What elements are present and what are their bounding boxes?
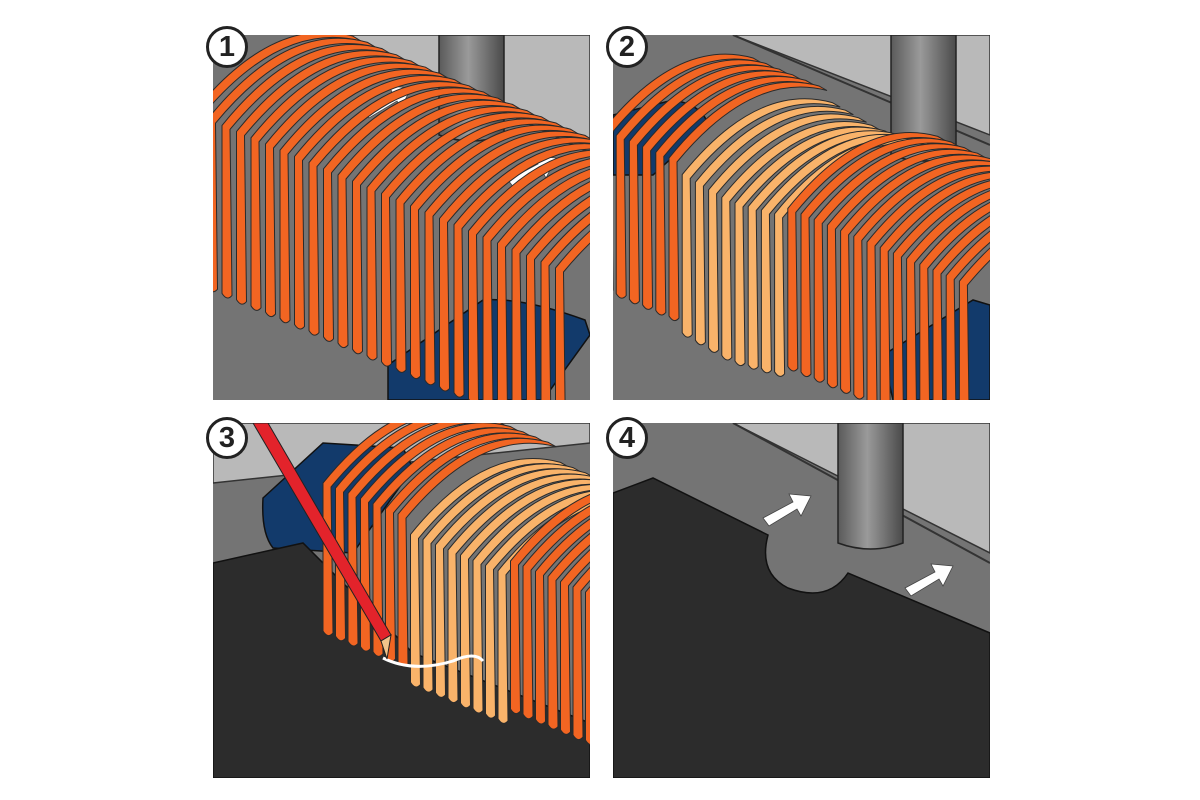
gauge-fin <box>294 75 463 330</box>
gauge-fin <box>435 468 590 698</box>
gauge-fin <box>555 230 590 400</box>
gauge-fin <box>642 70 801 310</box>
gauge-fin <box>655 76 815 316</box>
step-3-panel <box>213 423 590 778</box>
gauge-fin <box>613 53 762 291</box>
gauge-fin <box>468 149 590 400</box>
gauge-fin <box>787 132 947 372</box>
pencil-tip <box>380 634 392 660</box>
gauge-fin <box>221 44 391 299</box>
gauge-fin <box>540 211 590 400</box>
gauge-fin <box>236 50 405 305</box>
arrow-icon <box>762 493 812 527</box>
traced-line <box>382 654 485 668</box>
step-number-1: 1 <box>206 26 248 68</box>
gauge-fin <box>213 37 376 293</box>
step-3-illustration <box>213 423 590 778</box>
gauge-fin <box>866 165 990 400</box>
gauge-fin <box>482 158 590 400</box>
gauge-fin <box>694 105 854 346</box>
step-4-panel <box>613 423 990 778</box>
step-1-panel <box>213 35 590 400</box>
gauge-fin <box>510 494 590 715</box>
cylinder-post <box>837 423 904 550</box>
traced-cutout-surface <box>613 477 990 778</box>
gauge-fin <box>460 478 590 709</box>
gauge-fin <box>422 463 582 693</box>
gauge-fin <box>352 99 521 355</box>
step-2-illustration <box>613 35 990 400</box>
step-2-panel <box>613 35 990 400</box>
step-4-illustration <box>613 423 990 778</box>
gauge-fin <box>337 93 507 349</box>
gauge-fin <box>906 190 990 400</box>
gauge-fin <box>958 247 990 400</box>
gauge-fin <box>919 201 990 400</box>
gauge-fin <box>526 195 590 400</box>
step-number-2: 2 <box>606 26 648 68</box>
gauge-fin <box>497 168 590 400</box>
gauge-fin <box>485 490 590 719</box>
gauge-fin <box>932 215 990 400</box>
step-1-illustration <box>213 35 590 400</box>
gauge-fin <box>628 64 788 305</box>
gauge-fin <box>945 230 990 400</box>
gauge-fin <box>360 423 519 652</box>
gauge-fin <box>892 180 990 400</box>
gauge-fin <box>585 586 590 746</box>
gauge-fin <box>681 98 841 338</box>
gauge-fin <box>560 549 590 735</box>
gauge-fin <box>813 143 973 383</box>
gauge-fin <box>439 137 590 392</box>
gauge-fin <box>879 172 990 400</box>
gauge-fin <box>410 124 579 380</box>
gauge-fin <box>721 121 881 361</box>
gauge-fin <box>250 56 420 311</box>
gauge-fin <box>572 566 590 741</box>
gauge-fin <box>511 181 590 400</box>
gauge-fin <box>335 423 435 642</box>
gauge-fin <box>522 505 590 720</box>
gauge-fin <box>424 130 590 386</box>
gauge-fin <box>372 427 532 657</box>
gauge-fin <box>323 87 492 342</box>
gauge-fin <box>447 473 590 704</box>
gauge-fin <box>853 160 990 400</box>
gauge-fin <box>840 154 990 394</box>
gauge-fin <box>547 532 590 730</box>
gauge-fin <box>615 59 775 299</box>
gauge-fin <box>366 106 536 361</box>
step-number-4: 4 <box>606 417 648 459</box>
gauge-fin <box>826 148 986 389</box>
gauge-fin <box>535 518 590 725</box>
gauge-fin <box>265 62 434 318</box>
gauge-fin <box>395 118 565 373</box>
gauge-fin <box>668 81 828 322</box>
gauge-fin <box>472 484 590 714</box>
gauge-fin <box>708 113 867 353</box>
gauge-fin <box>347 423 507 647</box>
gauge-fin <box>410 458 569 688</box>
gauge-fin <box>322 423 409 637</box>
gauge-fin <box>213 35 362 104</box>
gauge-fin <box>453 143 590 398</box>
gauge-fin <box>308 81 478 336</box>
arrow-icon <box>904 563 954 597</box>
step-number-3: 3 <box>206 417 248 459</box>
gauge-fin <box>381 112 550 367</box>
gauge-fin <box>279 68 449 324</box>
gauge-fin <box>800 137 960 378</box>
